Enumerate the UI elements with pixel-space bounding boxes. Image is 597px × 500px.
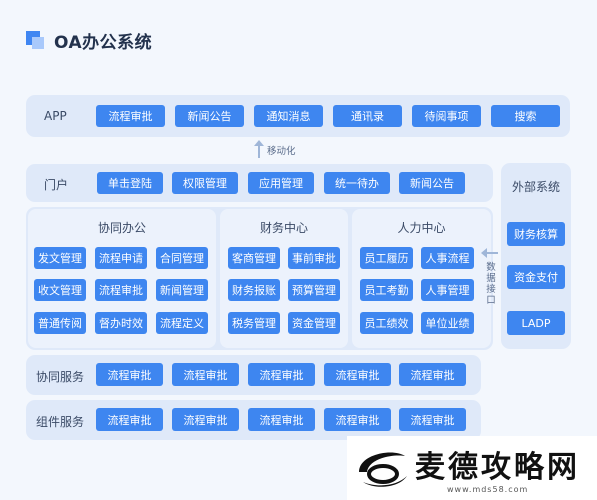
app-button[interactable]: 待阅事项 [412,105,481,127]
watermark-url: www.mds58.com [447,485,529,494]
collab-button[interactable]: 流程审批 [95,279,147,301]
app-button[interactable]: 搜索 [491,105,560,127]
collab-service-button[interactable]: 流程审批 [172,363,239,386]
collab-button[interactable]: 流程定义 [156,312,208,334]
hr-button[interactable]: 员工履历 [360,247,413,269]
hr-button[interactable]: 员工考勤 [360,279,413,301]
collab-button[interactable]: 流程申请 [95,247,147,269]
app-button[interactable]: 通知消息 [254,105,323,127]
collab-service-button[interactable]: 流程审批 [96,363,163,386]
external-button[interactable]: 财务核算 [507,222,565,246]
portal-button[interactable]: 统一待办 [324,172,390,194]
external-button[interactable]: LADP [507,311,565,335]
finance-button[interactable]: 客商管理 [228,247,280,269]
hr-button[interactable]: 人事流程 [421,247,474,269]
app-button[interactable]: 通讯录 [333,105,402,127]
collab-center-title: 协同办公 [97,221,146,235]
hr-button[interactable]: 人事管理 [421,279,474,301]
portal-button[interactable]: 应用管理 [248,172,314,194]
collab-button[interactable]: 合同管理 [156,247,208,269]
collab-service-button[interactable]: 流程审批 [324,363,391,386]
collab-button[interactable]: 新闻管理 [156,279,208,301]
watermark-text: 麦德攻略网 [415,450,580,485]
collab-service-button[interactable]: 流程审批 [399,363,466,386]
collab-service-row: 协同服务 流程审批 流程审批 流程审批 流程审批 流程审批 [26,355,481,395]
finance-button[interactable]: 预算管理 [288,279,340,301]
component-service-button[interactable]: 流程审批 [324,408,391,431]
arrow-up-line [258,144,260,158]
hr-button[interactable]: 单位业绩 [421,312,474,334]
component-service-label: 组件服务 [36,415,85,429]
finance-center-title: 财务中心 [259,221,308,235]
collab-button[interactable]: 普通传阅 [34,312,86,334]
logo-icon [26,31,44,49]
data-interface-label: 数 据 接 口 [486,262,496,306]
watermark: 麦德攻略网 www.mds58.com [347,436,597,500]
arrow-left-line [486,252,498,254]
arrow-left-icon [481,248,487,258]
finance-button[interactable]: 税务管理 [228,312,280,334]
external-button[interactable]: 资金支付 [507,265,565,289]
component-service-button[interactable]: 流程审批 [399,408,466,431]
component-service-row: 组件服务 流程审批 流程审批 流程审批 流程审批 流程审批 [26,400,481,440]
component-service-button[interactable]: 流程审批 [172,408,239,431]
collab-button[interactable]: 发文管理 [34,247,86,269]
finance-button[interactable]: 资金管理 [288,312,340,334]
hr-center: 人力中心 员工履历 人事流程 员工考勤 人事管理 员工绩效 单位业绩 [352,209,491,348]
mobile-label: 移动化 [267,146,296,157]
portal-row: 门户 单击登陆 权限管理 应用管理 统一待办 新闻公告 [26,164,493,202]
collab-button[interactable]: 收文管理 [34,279,86,301]
app-row-label: APP [44,109,67,123]
collab-service-button[interactable]: 流程审批 [248,363,315,386]
portal-row-label: 门户 [44,178,69,192]
portal-button[interactable]: 权限管理 [172,172,238,194]
portal-button[interactable]: 单击登陆 [97,172,163,194]
watermark-logo-icon [359,452,407,487]
component-service-button[interactable]: 流程审批 [96,408,163,431]
component-service-button[interactable]: 流程审批 [248,408,315,431]
collab-center: 协同办公 发文管理 流程申请 合同管理 收文管理 流程审批 新闻管理 普通传阅 … [28,209,216,348]
collab-service-label: 协同服务 [36,370,85,384]
app-button[interactable]: 新闻公告 [175,105,244,127]
finance-center: 财务中心 客商管理 事前审批 财务报账 预算管理 税务管理 资金管理 [220,209,348,348]
app-row: APP 流程审批 新闻公告 通知消息 通讯录 待阅事项 搜索 [26,95,570,137]
hr-center-title: 人力中心 [397,221,446,235]
page-title: OA办公系统 [54,33,153,53]
external-systems-title: 外部系统 [511,180,560,194]
app-button[interactable]: 流程审批 [96,105,165,127]
arrow-up-icon [254,140,264,146]
finance-button[interactable]: 事前审批 [288,247,340,269]
portal-button[interactable]: 新闻公告 [399,172,465,194]
finance-button[interactable]: 财务报账 [228,279,280,301]
collab-button[interactable]: 督办时效 [95,312,147,334]
hr-button[interactable]: 员工绩效 [360,312,413,334]
